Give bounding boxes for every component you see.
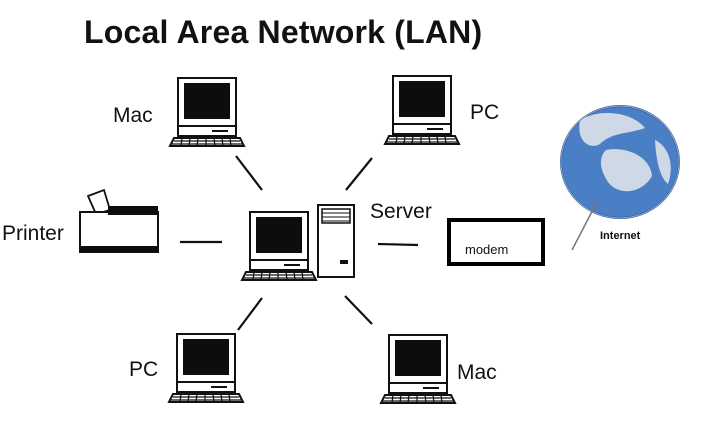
desktop-computer-icon (241, 211, 317, 281)
label-pc-top: PC (470, 101, 500, 124)
label-pc-bottom: PC (129, 358, 159, 381)
link-server-pc-top (345, 157, 373, 191)
desktop-computer-icon (380, 334, 456, 404)
link-server-mac-top (235, 155, 263, 191)
connection-lines (180, 155, 419, 331)
link-server-pc-bottom (237, 297, 263, 331)
modem-box: modem (447, 218, 545, 266)
label-mac-bottom: Mac (457, 361, 497, 384)
server-tower-icon (317, 204, 355, 278)
link-server-mac-bottom (344, 295, 373, 325)
desktop-computer-icon (169, 77, 245, 147)
diagram-title: Local Area Network (LAN) (84, 14, 483, 50)
label-server: Server (370, 200, 432, 223)
printer-icon (79, 188, 159, 253)
desktop-computer-icon (384, 75, 460, 145)
label-modem: modem (465, 242, 509, 257)
globe-icon (560, 105, 680, 251)
label-printer: Printer (2, 222, 64, 245)
label-mac-top: Mac (113, 104, 153, 127)
label-internet: Internet (600, 230, 641, 242)
link-server-modem (377, 242, 419, 247)
desktop-computer-icon (168, 333, 244, 403)
